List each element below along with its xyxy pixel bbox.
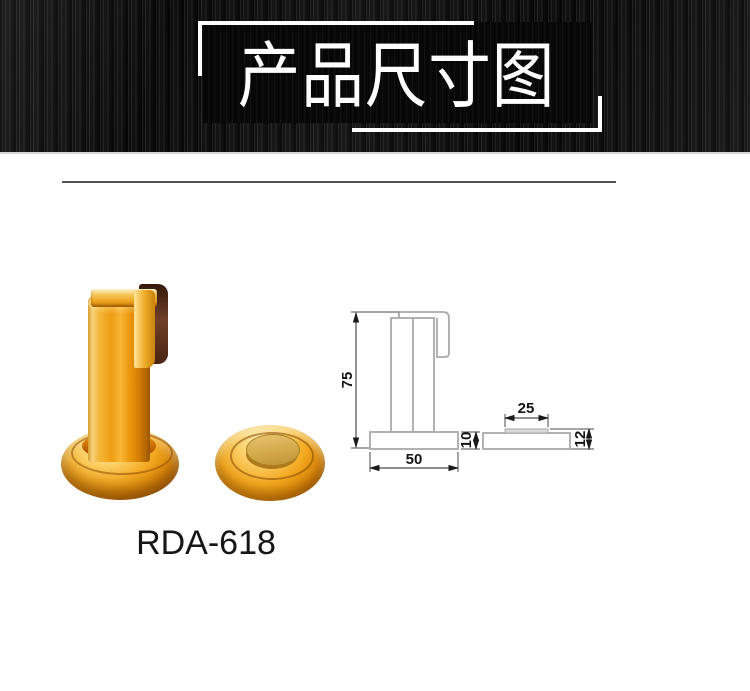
dim-plate-top-width: 25 [503,400,550,427]
corner-bracket-top-left [198,21,474,76]
floor-plate-photo [205,415,335,510]
hook-outline [398,311,450,358]
stopper-base-outline [369,431,459,450]
banner: 产品尺寸图 [0,0,750,154]
dim-overall-height: 75 [339,311,399,449]
dim-base-height: 10 [458,430,480,451]
dim-label-75: 75 [339,372,356,389]
plate-center-top [246,434,300,466]
dimension-drawing: 75 50 10 25 12 [339,311,594,472]
dim-label-10: 10 [458,432,475,449]
model-number-label: RDA-618 [136,524,276,562]
door-stopper-photo [55,278,185,508]
plate-top-outline [504,428,549,434]
dim-label-12: 12 [572,431,589,448]
corner-bracket-bottom-right [352,96,602,132]
plate-groove-ring [230,432,314,480]
plate-side-view [482,428,571,450]
page-title: 产品尺寸图 [238,33,556,118]
title-box: 产品尺寸图 [202,22,592,123]
dim-label-50: 50 [406,451,423,468]
section-divider [62,181,616,183]
dim-base-width: 50 [368,451,460,472]
plate-base-outline [482,432,571,450]
dim-plate-height: 12 [550,427,594,451]
dim-label-25: 25 [518,400,535,417]
stopper-hook-side [134,290,155,368]
stopper-side-view [369,311,459,450]
